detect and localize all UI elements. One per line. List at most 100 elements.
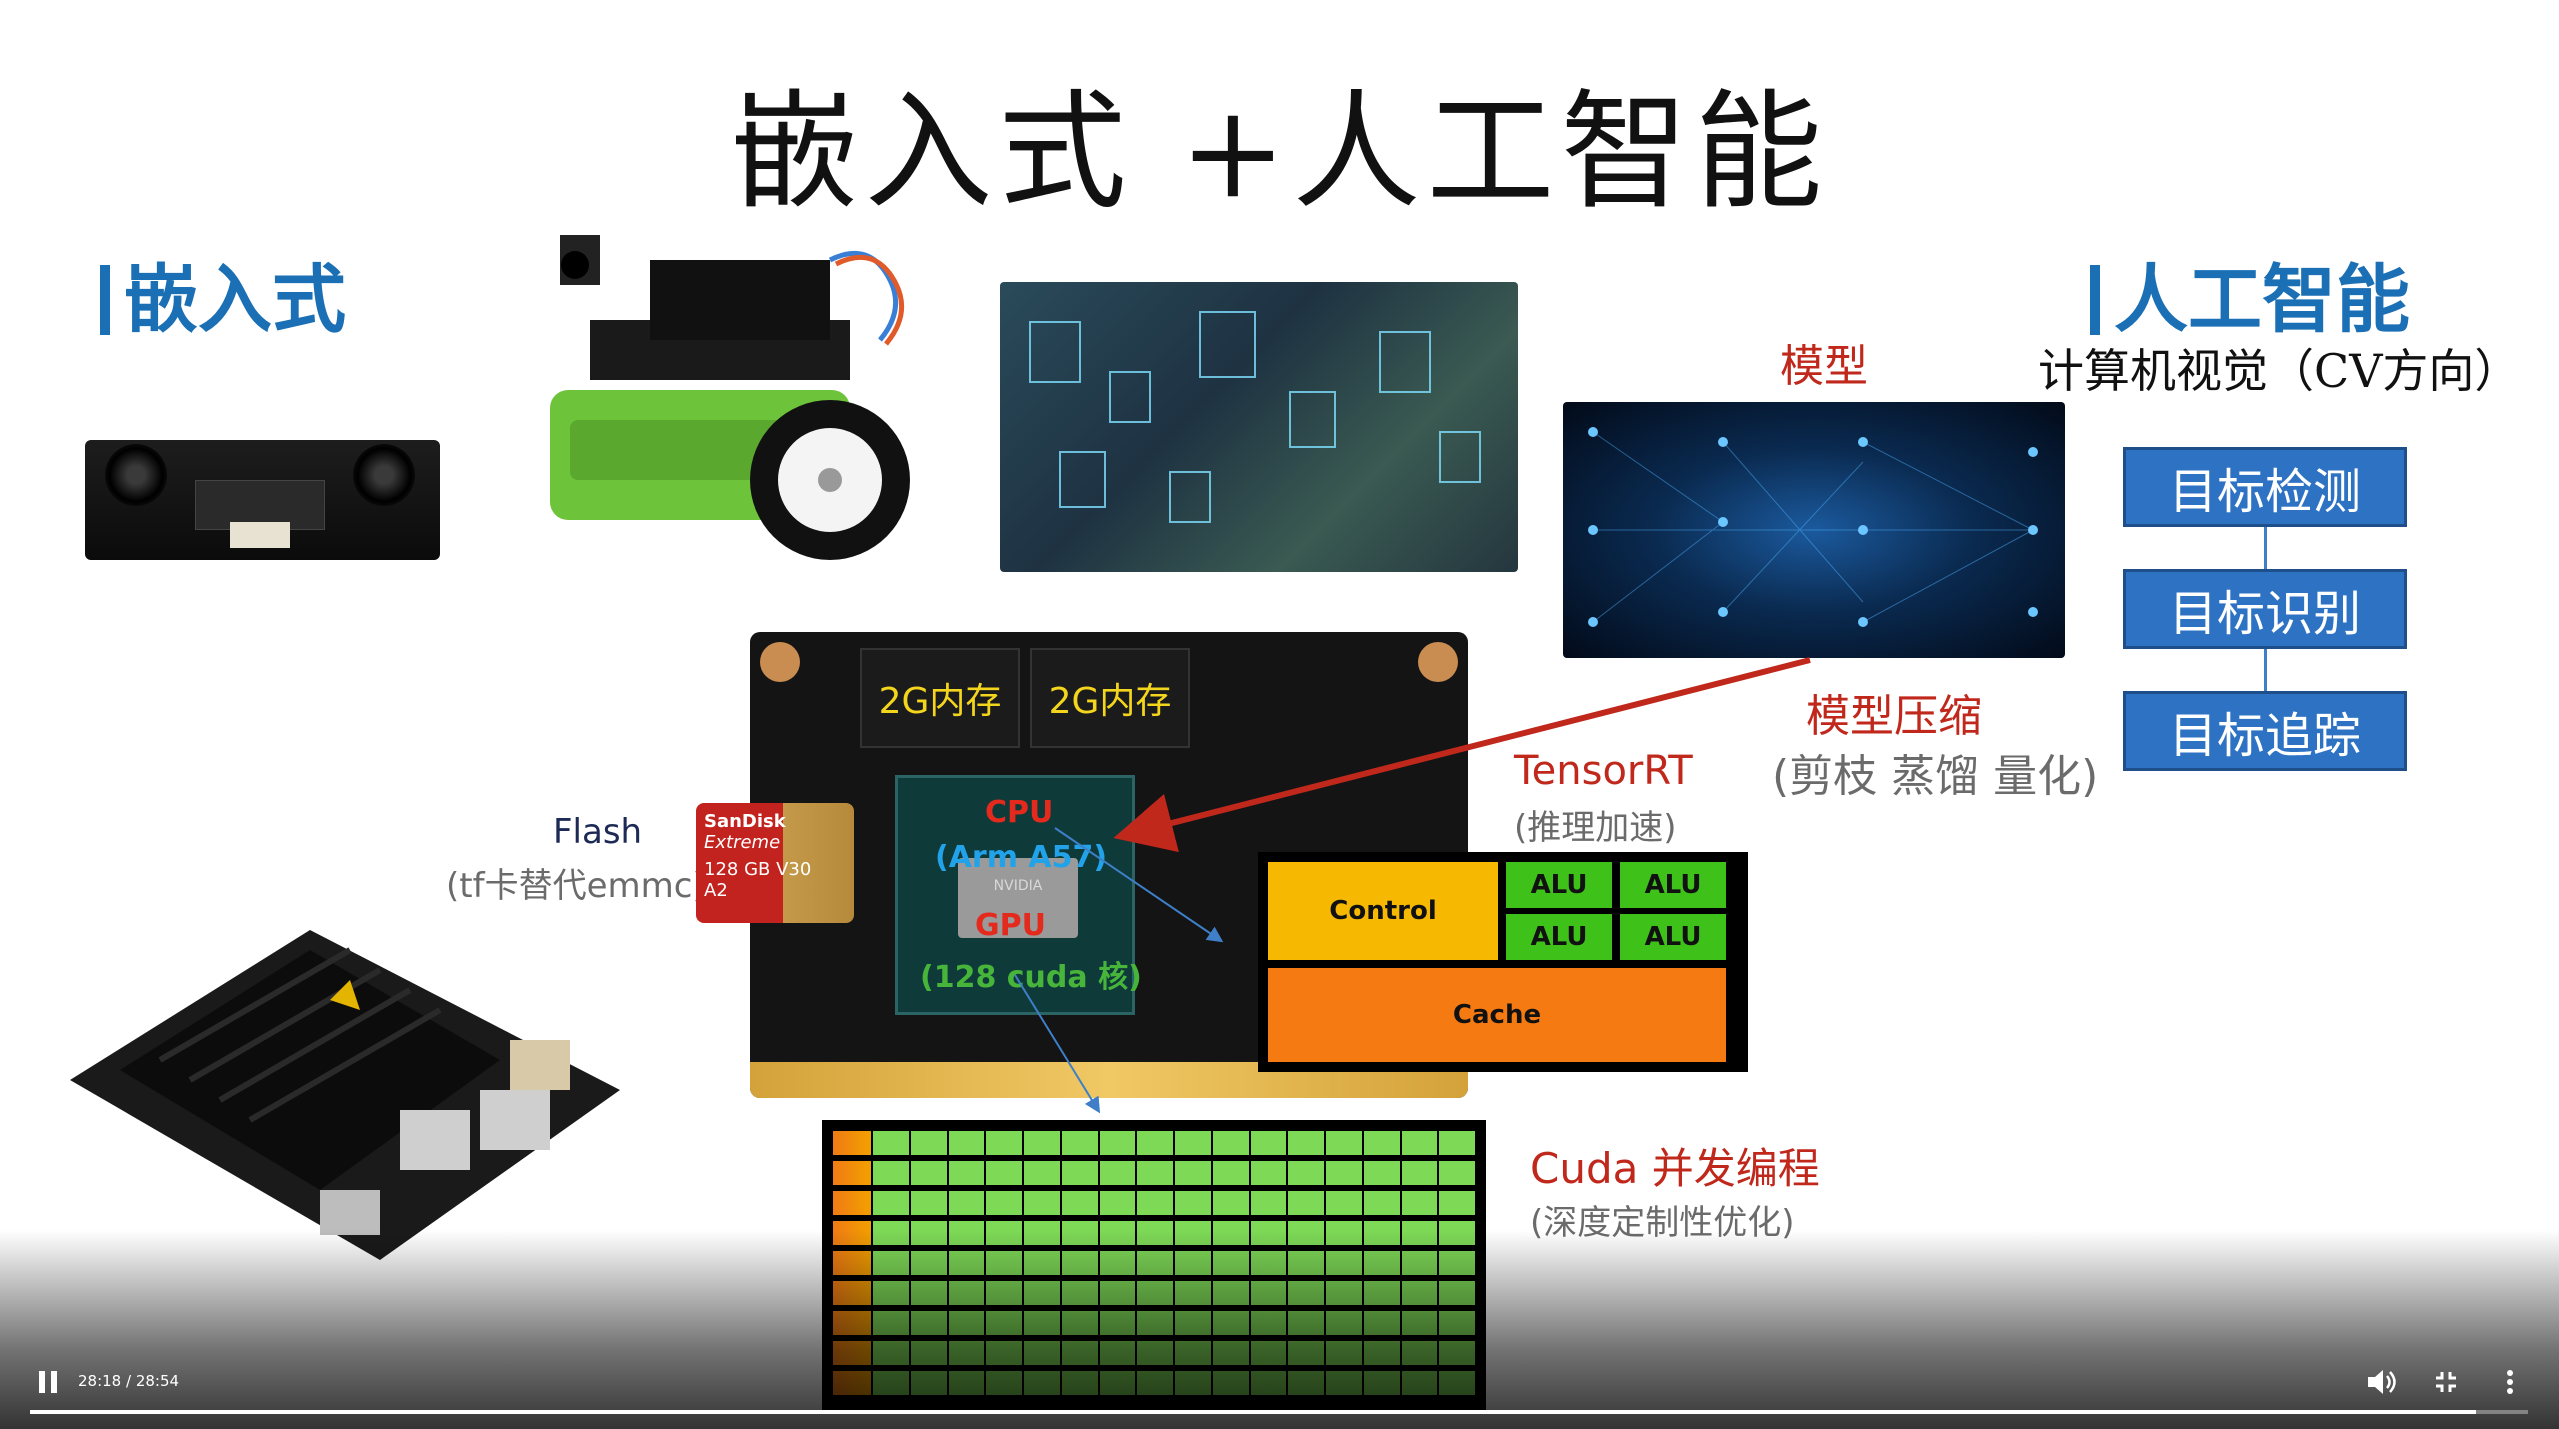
cuda-core-cell — [1136, 1130, 1174, 1156]
cuda-core-cell — [947, 1130, 986, 1156]
slide-title: 嵌入式 +人工智能 — [730, 78, 1829, 227]
gpu-detail: (128 cuda 核) — [920, 960, 1142, 995]
cuda-core-cell — [1325, 1190, 1363, 1216]
cuda-core-cell — [1174, 1190, 1212, 1216]
cuda-arrow — [1014, 974, 1101, 1114]
flash-detail: (tf卡替代emmc) — [446, 866, 706, 906]
ai-heading: 人工智能 — [2090, 240, 2410, 347]
cuda-core-cell — [1287, 1130, 1325, 1156]
cuda-core-cell — [1023, 1160, 1061, 1186]
exit-fullscreen-button[interactable] — [2426, 1362, 2466, 1402]
tensorrt-arrow — [1054, 827, 1224, 943]
cuda-core-cell — [1400, 1130, 1439, 1156]
camera-lens — [105, 444, 167, 506]
cuda-core-cell — [1023, 1130, 1061, 1156]
flow-step-recognition: 目标识别 — [2123, 569, 2407, 649]
cuda-core-cell — [1400, 1190, 1439, 1216]
cuda-core-cell — [947, 1160, 986, 1186]
alu-block: ALU — [1506, 914, 1612, 960]
flow-step-detection: 目标检测 — [2123, 447, 2407, 527]
cuda-core-cell — [1060, 1190, 1099, 1216]
cuda-core-cell — [985, 1160, 1023, 1186]
heading-bar — [2090, 265, 2100, 335]
memory-chip: 2G内存 — [860, 648, 1020, 748]
cuda-grid-row — [832, 1160, 1476, 1186]
embedded-heading-text: 嵌入式 — [124, 257, 346, 343]
cpu-detail: (Arm A57) — [935, 840, 1108, 875]
cuda-core-cell — [1400, 1160, 1439, 1186]
ai-heading-text: 人工智能 — [2114, 257, 2410, 343]
cuda-core-cell — [909, 1130, 948, 1156]
nvidia-mark: NVIDIA — [993, 878, 1043, 894]
cuda-core-cell — [1362, 1190, 1401, 1216]
cuda-control-cell — [832, 1160, 872, 1186]
cuda-grid-row — [832, 1190, 1476, 1216]
cuda-core-cell — [1249, 1160, 1288, 1186]
cuda-core-cell — [1136, 1190, 1174, 1216]
flow-arrow — [2264, 649, 2267, 691]
tensorrt-label: TensorRT — [1514, 748, 1693, 794]
camera-lens — [353, 444, 415, 506]
cuda-core-cell — [1060, 1160, 1099, 1186]
cuda-core-cell — [1287, 1160, 1325, 1186]
control-block: Control — [1268, 862, 1498, 960]
memory-chip: 2G内存 — [1030, 648, 1190, 748]
cuda-core-cell — [1362, 1160, 1401, 1186]
cuda-core-cell — [1438, 1130, 1476, 1156]
stereo-camera-image — [85, 440, 440, 560]
flash-label: Flash — [553, 812, 643, 852]
cuda-core-cell — [1249, 1190, 1288, 1216]
cuda-core-cell — [872, 1130, 910, 1156]
robot-car-image — [530, 220, 940, 580]
more-options-button[interactable] — [2490, 1362, 2530, 1402]
compression-detail: (剪枝 蒸馏 量化) — [1772, 751, 2099, 802]
sd-class: A2 — [704, 880, 728, 901]
cuda-core-cell — [1249, 1130, 1288, 1156]
cuda-core-cell — [985, 1130, 1023, 1156]
cuda-control-cell — [832, 1190, 872, 1216]
model-compression-label: 模型压缩 — [1806, 691, 1982, 742]
cpu-label: CPU — [985, 795, 1054, 830]
sd-line: Extreme — [704, 832, 781, 853]
cuda-core-cell — [947, 1190, 986, 1216]
cuda-core-cell — [1098, 1130, 1137, 1156]
cv-subtitle: 计算机视觉（CV方向） — [2038, 344, 2521, 398]
progress-bar[interactable] — [30, 1410, 2528, 1414]
volume-button[interactable] — [2362, 1362, 2402, 1402]
embedded-heading: 嵌入式 — [100, 240, 346, 347]
player-controls-overlay — [0, 1230, 2559, 1429]
gpu-label: GPU — [975, 908, 1046, 943]
cuda-core-cell — [872, 1190, 910, 1216]
cuda-core-cell — [1060, 1130, 1099, 1156]
cuda-core-cell — [1438, 1160, 1476, 1186]
sd-card-image: SanDisk Extreme 128 GB V30 A2 — [696, 803, 854, 923]
cuda-core-cell — [1211, 1190, 1250, 1216]
cache-block: Cache — [1268, 968, 1726, 1062]
pause-button[interactable] — [30, 1364, 66, 1400]
cuda-core-cell — [1174, 1130, 1212, 1156]
cuda-core-cell — [985, 1190, 1023, 1216]
alu-block: ALU — [1620, 862, 1726, 908]
cuda-grid-row — [832, 1130, 1476, 1156]
alu-block: ALU — [1506, 862, 1612, 908]
tensorrt-detail: (推理加速) — [1514, 808, 1677, 848]
cuda-core-cell — [1211, 1160, 1250, 1186]
cuda-core-cell — [1136, 1160, 1174, 1186]
pause-icon — [39, 1371, 57, 1393]
cuda-core-cell — [872, 1160, 910, 1186]
flow-step-tracking: 目标追踪 — [2123, 691, 2407, 771]
neural-network-image — [1563, 402, 2065, 658]
volume-icon — [2368, 1370, 2396, 1394]
cuda-core-cell — [1438, 1190, 1476, 1216]
cuda-core-cell — [1325, 1160, 1363, 1186]
sd-speed: V30 — [776, 859, 812, 880]
cuda-control-cell — [832, 1130, 872, 1156]
cuda-core-cell — [1211, 1130, 1250, 1156]
exit-fullscreen-icon — [2436, 1372, 2456, 1392]
progress-fill — [30, 1410, 2476, 1414]
cuda-core-cell — [1023, 1190, 1061, 1216]
cuda-core-cell — [1174, 1160, 1212, 1186]
face-recognition-image — [1000, 282, 1518, 572]
cuda-core-cell — [909, 1160, 948, 1186]
